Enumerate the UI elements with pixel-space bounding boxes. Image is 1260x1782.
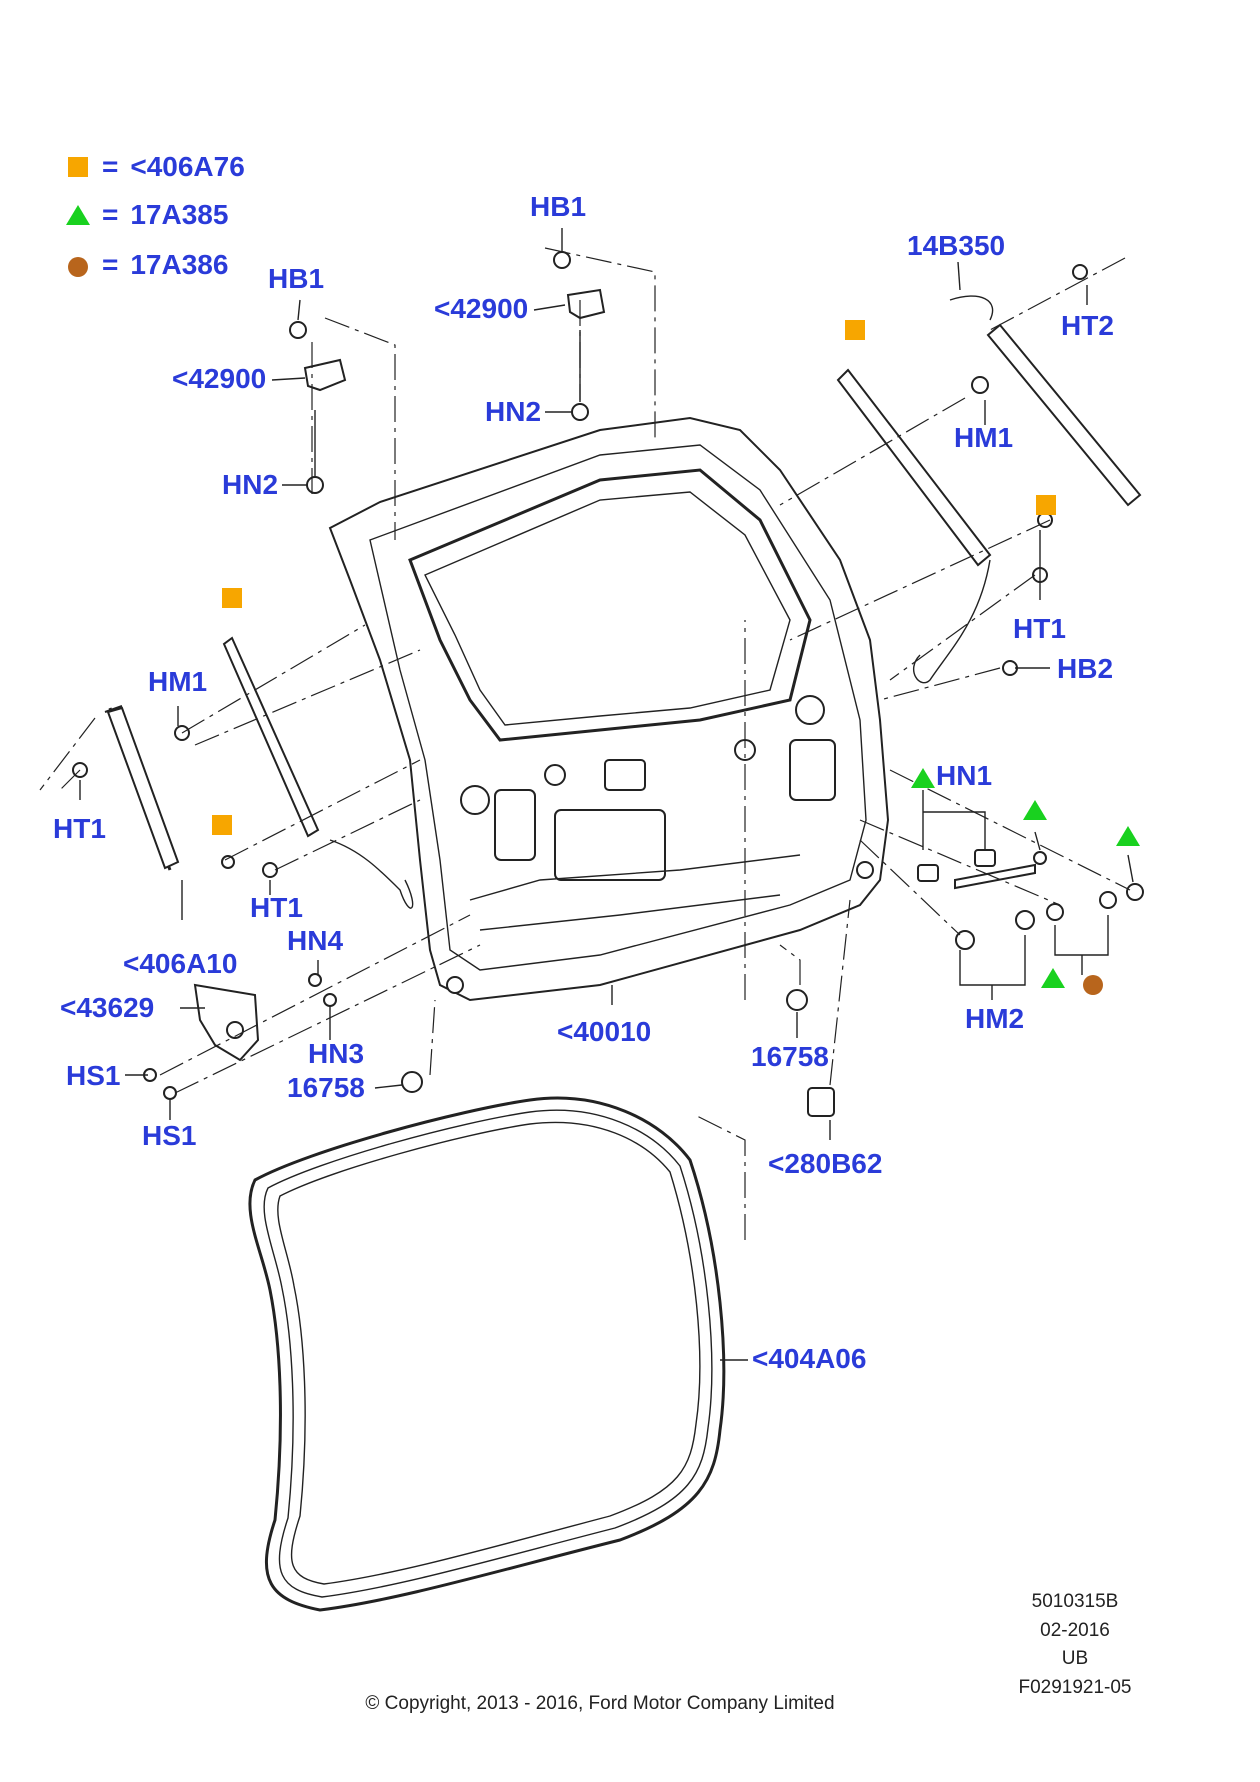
copyright-notice: © Copyright, 2013 - 2016, Ford Motor Com…: [365, 1693, 835, 1714]
callout-hn4: HN4: [287, 925, 344, 956]
legend-equals: =: [102, 199, 119, 230]
square-marker-icon: [222, 588, 242, 608]
wire-harness-right: [913, 295, 994, 684]
callout-16758-right: 16758: [751, 1041, 829, 1072]
legend-row-square: = <406A76: [68, 150, 245, 184]
circle-marker-icon: [1083, 975, 1103, 995]
drawing-number: 5010315B: [1031, 1591, 1119, 1612]
left-trim-strip: [222, 636, 320, 838]
drawing-figure-id: F0291921-05: [1018, 1676, 1132, 1698]
callout-hn2-top: HN2: [485, 396, 542, 427]
triangle-marker-icon: [1041, 968, 1065, 988]
callout-hs1-a: HS1: [66, 1060, 121, 1091]
legend-equals: =: [102, 249, 119, 280]
callout-hm2: HM2: [965, 1003, 1025, 1034]
triangle-marker-icon: [911, 768, 935, 788]
callout-40010: <40010: [557, 1016, 652, 1047]
latch-bracket: [193, 983, 260, 1062]
callout-42900-top: <42900: [434, 293, 529, 324]
legend-square-icon: [68, 157, 88, 177]
callout-hb1-left: HB1: [268, 263, 325, 294]
callout-hm1-right: HM1: [954, 422, 1014, 453]
callout-hs1-b: HS1: [142, 1120, 197, 1151]
fasteners: [72, 251, 1144, 1117]
callout-ht1-left: HT1: [53, 813, 106, 844]
legend-equals: =: [102, 151, 119, 182]
legend-row-circle: = 17A386: [68, 248, 228, 282]
callout-ht1-mid: HT1: [250, 892, 303, 923]
callout-hn3: HN3: [308, 1038, 365, 1069]
leader-lines: [79, 228, 1134, 1361]
callout-hb1-top: HB1: [530, 191, 587, 222]
square-marker-icon: [1036, 495, 1056, 515]
square-marker-icon: [845, 320, 865, 340]
triangle-marker-icon: [1023, 800, 1047, 820]
callout-42900-left: <42900: [172, 363, 267, 394]
drawing-reference-block: 5010315B 02-2016 UB F0291921-05: [1000, 1588, 1150, 1702]
callout-ht1-right: HT1: [1013, 613, 1066, 644]
callout-ht2: HT2: [1061, 310, 1114, 341]
square-marker-icon: [212, 815, 232, 835]
callout-280b62: <280B62: [768, 1148, 883, 1179]
callout-hb2: HB2: [1057, 653, 1114, 684]
wire-harness-left: [329, 839, 414, 909]
legend-row-triangle: = 17A385: [68, 198, 228, 232]
right-trim-strip: [836, 368, 992, 567]
drawing-region: UB: [1061, 1648, 1089, 1669]
callout-404a06: <404A06: [752, 1343, 867, 1374]
legend-label-triangle: 17A385: [130, 199, 229, 230]
legend-circle-icon: [68, 257, 88, 277]
callout-hn1: HN1: [936, 760, 993, 791]
legend-label-square: <406A76: [130, 151, 245, 182]
callout-hm1-left: HM1: [148, 666, 208, 697]
triangle-marker-icon: [1116, 826, 1140, 846]
legend-label-circle: 17A386: [130, 249, 229, 280]
callout-43629: <43629: [60, 992, 155, 1023]
callout-406a10: <406A10: [123, 948, 238, 979]
callout-14b350: 14B350: [907, 230, 1006, 261]
callout-16758-left: 16758: [287, 1072, 365, 1103]
right-gas-strut: [986, 323, 1142, 507]
callout-hn2-left: HN2: [222, 469, 279, 500]
tailgate-panel: [328, 416, 890, 1002]
drawing-date: 02-2016: [1040, 1619, 1110, 1641]
assembly-lines: [39, 247, 1131, 1240]
legend-triangle-icon: [66, 205, 90, 225]
tailgate-seal: [248, 1096, 726, 1612]
left-gas-strut: [104, 705, 180, 871]
